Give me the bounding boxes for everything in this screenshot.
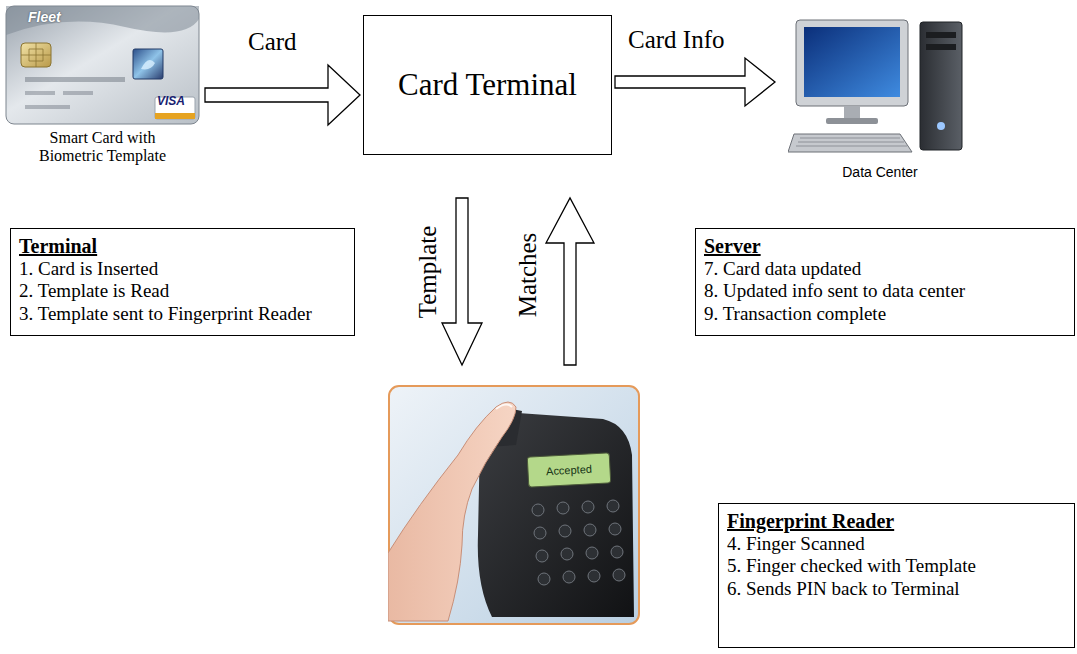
step-list-box: Fingerprint Reader4. Finger Scanned5. Fi…	[718, 503, 1075, 648]
arrow-label: Template	[414, 226, 442, 319]
fingerprint-reader-node: Accepted	[388, 385, 640, 625]
data-center-node: Data Center	[780, 12, 980, 180]
block-arrow	[615, 58, 775, 106]
smart-card-node: Smart Card with Biometric Template	[5, 5, 200, 166]
block-arrow	[205, 65, 360, 125]
list-step: 4. Finger Scanned	[727, 533, 1066, 555]
terminal-box: Card Terminal	[363, 15, 612, 155]
list-step: 3. Template sent to Fingerprint Reader	[19, 303, 346, 325]
block-arrow	[546, 198, 594, 365]
block-arrow	[442, 198, 482, 365]
arrow-label: Card Info	[628, 26, 725, 54]
fingerprint-reader-picture	[388, 385, 640, 625]
image-caption: Data Center	[780, 164, 980, 180]
screen-text: Accepted	[546, 463, 592, 477]
list-step: 2. Template is Read	[19, 280, 346, 302]
arrow-label: Card	[248, 28, 297, 56]
list-heading: Terminal	[19, 234, 346, 258]
step-list-box: Server7. Card data updated8. Updated inf…	[695, 228, 1075, 336]
brand-logo: VISA	[157, 94, 185, 108]
list-step: 1. Card is Inserted	[19, 258, 346, 280]
computer-picture	[788, 16, 976, 162]
list-step: 7. Card data updated	[704, 258, 1066, 280]
box-title: Card Terminal	[398, 67, 577, 103]
arrow-label: Matches	[514, 233, 542, 318]
image-caption: Smart Card with Biometric Template	[28, 129, 178, 166]
list-heading: Fingerprint Reader	[727, 509, 1066, 533]
list-step: 5. Finger checked with Template	[727, 555, 1066, 577]
list-step: 9. Transaction complete	[704, 303, 1066, 325]
list-step: 8. Updated info sent to data center	[704, 280, 1066, 302]
list-heading: Server	[704, 234, 1066, 258]
step-list-box: Terminal1. Card is Inserted2. Template i…	[10, 228, 355, 336]
brand-logo: Fleet	[28, 9, 61, 25]
list-step: 6. Sends PIN back to Terminal	[727, 578, 1066, 600]
